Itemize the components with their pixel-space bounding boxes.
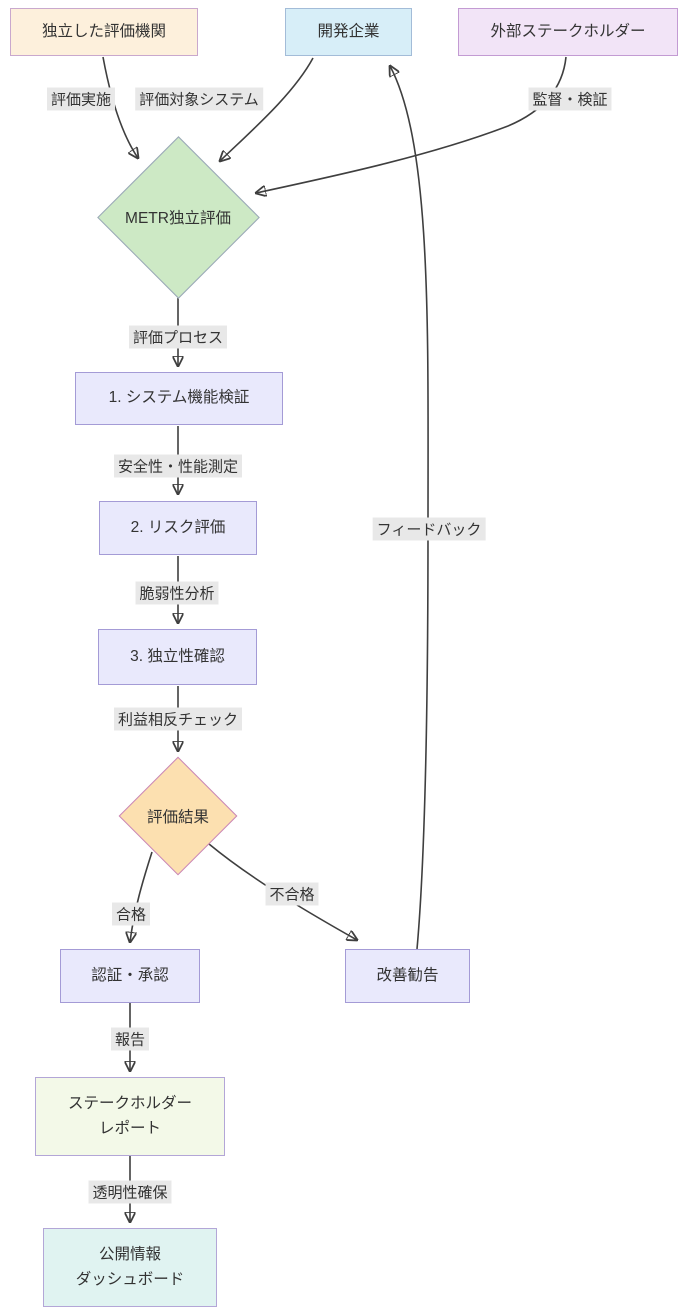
edge-label-supervision-verification: 監督・検証: [528, 87, 612, 111]
node-step3-independence-check: 3. 独立性確認: [98, 629, 257, 685]
edge-developer-to-metr: [220, 57, 314, 161]
node-evaluation-result-label: 評価結果: [146, 809, 209, 826]
node-certification-approval: 認証・承認: [60, 949, 200, 1003]
edge-label-report: 報告: [110, 1027, 150, 1051]
edge-recommend-to-developer: [390, 66, 429, 950]
edge-label-fail: 不合格: [265, 882, 319, 906]
node-public-dashboard: 公開情報 ダッシュボード: [43, 1228, 217, 1307]
edge-label-conflict-of-interest-check: 利益相反チェック: [113, 707, 243, 731]
node-metr-evaluation-label: METR独立評価: [125, 210, 231, 227]
node-stakeholder-report: ステークホルダー レポート: [35, 1077, 225, 1156]
edge-stakeholder-to-metr: [256, 56, 567, 193]
edge-label-pass: 合格: [111, 902, 151, 926]
node-step1-system-verification: 1. システム機能検証: [75, 372, 283, 425]
edge-label-target-system: 評価対象システム: [135, 87, 263, 111]
node-step2-risk-assessment: 2. リスク評価: [99, 501, 257, 555]
node-developer: 開発企業: [285, 8, 412, 56]
edge-label-vulnerability-analysis: 脆弱性分析: [135, 581, 219, 605]
edge-label-safety-performance: 安全性・性能測定: [113, 454, 243, 478]
edge-result-to-approve: [130, 851, 153, 942]
node-improvement-recommendation: 改善勧告: [345, 949, 470, 1003]
edge-label-evaluation-process: 評価プロセス: [128, 325, 228, 349]
edge-label-feedback: フィードバック: [372, 517, 486, 541]
edge-label-transparency: 透明性確保: [88, 1180, 172, 1204]
node-independent-evaluator: 独立した評価機関: [10, 8, 198, 56]
node-external-stakeholder: 外部ステークホルダー: [458, 8, 678, 56]
edge-evaluator-to-metr: [102, 56, 138, 158]
edge-label-evaluation-conduct: 評価実施: [46, 87, 116, 111]
